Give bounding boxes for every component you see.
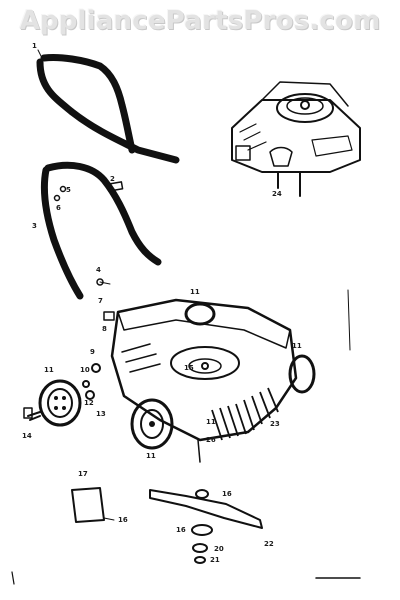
callout-23: 23 bbox=[270, 420, 280, 428]
wheel-rear-left bbox=[184, 302, 216, 326]
margin-tick bbox=[11, 571, 15, 585]
callout-16-washer: 16 bbox=[176, 526, 186, 534]
lower-handle-part bbox=[40, 161, 162, 300]
callout-13: 13 bbox=[96, 410, 106, 418]
callout-3: 3 bbox=[32, 222, 37, 230]
callout-21: 21 bbox=[210, 556, 220, 564]
watermark-text: AppliancePartsPros.com bbox=[19, 6, 381, 36]
wheel-front-deck bbox=[130, 398, 174, 450]
callout-12: 12 bbox=[84, 399, 94, 407]
upper-handle-part bbox=[36, 49, 180, 164]
callout-11-bottom: 11 bbox=[146, 452, 156, 460]
callout-11-left: 11 bbox=[44, 366, 54, 374]
engine-part bbox=[231, 81, 361, 197]
callout-10: 10 bbox=[80, 366, 90, 374]
callout-7: 7 bbox=[98, 297, 103, 305]
callout-11-engine: 11 bbox=[206, 418, 216, 426]
callout-11-top: 11 bbox=[190, 288, 200, 296]
callout-6: 6 bbox=[56, 204, 61, 212]
callout-2: 2 bbox=[110, 175, 115, 183]
callout-8: 8 bbox=[102, 325, 107, 333]
mower-deck-part bbox=[110, 298, 298, 463]
callout-11-right: 11 bbox=[292, 342, 302, 350]
callout-26: 26 bbox=[206, 436, 216, 444]
callout-4: 4 bbox=[96, 266, 101, 274]
callout-15: 15 bbox=[184, 364, 194, 372]
callout-20: 20 bbox=[214, 545, 224, 553]
callout-24: 24 bbox=[272, 190, 282, 198]
wheel-rear-right bbox=[288, 354, 316, 394]
callout-16-shield: 16 bbox=[118, 516, 128, 524]
wheel-front-left bbox=[38, 379, 82, 427]
callout-14: 14 bbox=[22, 432, 32, 440]
callout-16-blade: 16 bbox=[222, 490, 232, 498]
margin-line bbox=[347, 289, 351, 351]
wheel-bolts-and-washers bbox=[23, 311, 115, 421]
callout-5: 5 bbox=[66, 186, 71, 194]
callout-17: 17 bbox=[78, 470, 88, 478]
callout-1: 1 bbox=[32, 42, 37, 50]
blade-part bbox=[149, 489, 263, 564]
callout-9: 9 bbox=[90, 348, 95, 356]
callout-22: 22 bbox=[264, 540, 274, 548]
rear-shield-part bbox=[71, 487, 115, 523]
